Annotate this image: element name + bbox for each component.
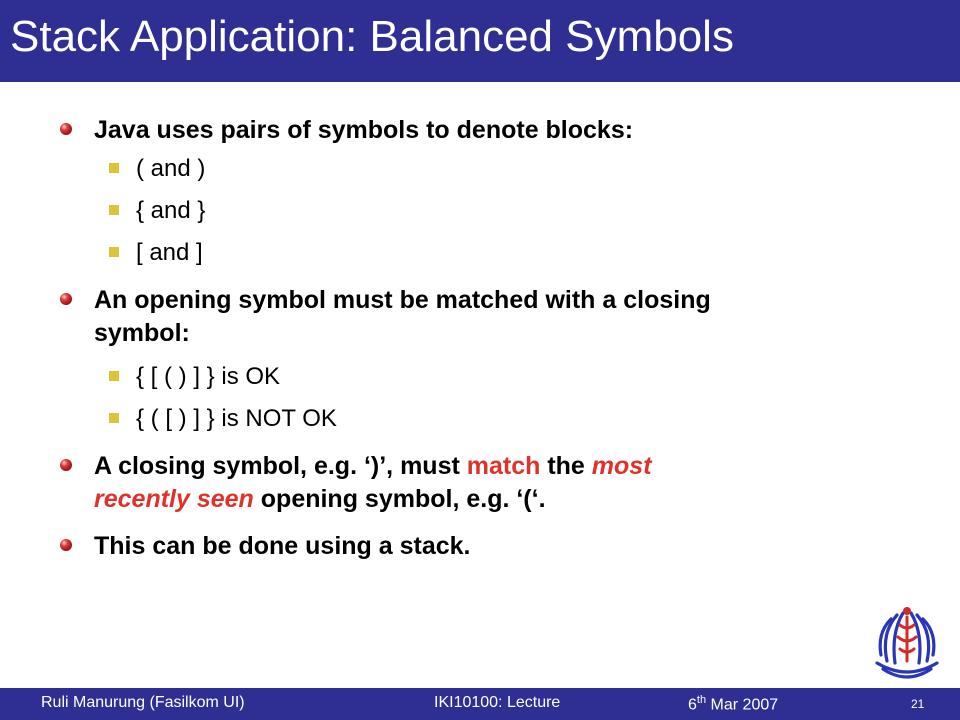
red-ball-icon: [60, 539, 72, 551]
bullet-2-text-line1: An opening symbol must be matched with a…: [94, 286, 711, 314]
bullet-1-sub-2-text: { and }: [136, 197, 206, 224]
bullet-1-sub-1: ( and ): [109, 154, 206, 184]
yellow-square-icon: [109, 247, 119, 257]
footer-date-suffix: th: [696, 694, 707, 706]
bullet-1-sub-1-text: ( and ): [136, 155, 206, 182]
page-number: 21: [911, 697, 925, 711]
bullet-2-text-line2: symbol:: [94, 319, 190, 347]
bullet-3-emph-match: match: [466, 452, 541, 480]
bullet-2-sub-2-text: { ( [ ) ] } is NOT OK: [136, 405, 337, 432]
slide-title: Stack Application: Balanced Symbols: [10, 12, 734, 61]
bullet-3-emph-most: most: [591, 452, 652, 480]
bullet-3-text-a: A closing symbol, e.g. ‘)’, must: [94, 452, 467, 480]
footer-course: IKI10100: Lecture: [434, 694, 561, 711]
footer-date-rest: Mar 2007: [706, 696, 779, 714]
yellow-square-icon: [109, 205, 119, 215]
footer-author: Ruli Manurung (Fasilkom UI): [41, 694, 245, 711]
bullet-3: A closing symbol, e.g. ‘)’, must match t…: [60, 450, 874, 516]
bullet-2-sub-2: { ( [ ) ] } is NOT OK: [109, 404, 337, 434]
bullet-1-sub-2: { and }: [109, 196, 206, 226]
bullet-1-sub-3: [ and ]: [109, 238, 203, 268]
title-bar: Stack Application: Balanced Symbols: [0, 0, 960, 82]
footer-bar: Ruli Manurung (Fasilkom UI) IKI10100: Le…: [0, 688, 960, 720]
red-ball-icon: [60, 459, 72, 471]
footer-date: 6th Mar 2007: [688, 694, 778, 714]
bullet-1: Java uses pairs of symbols to denote blo…: [60, 114, 874, 147]
bullet-2: An opening symbol must be matched with a…: [60, 284, 874, 350]
yellow-square-icon: [109, 163, 119, 173]
red-ball-icon: [60, 293, 72, 305]
bullet-4: This can be done using a stack.: [60, 530, 874, 563]
bullet-2-sub-1: { [ ( ) ] } is OK: [109, 362, 281, 392]
yellow-square-icon: [109, 371, 119, 381]
bullet-3-text-b: the: [540, 452, 592, 480]
bullet-2-sub-1-text: { [ ( ) ] } is OK: [136, 363, 281, 390]
yellow-square-icon: [109, 413, 119, 423]
bullet-1-text: Java uses pairs of symbols to denote blo…: [94, 116, 634, 144]
bullet-1-sub-3-text: [ and ]: [136, 239, 203, 266]
red-ball-icon: [60, 123, 72, 135]
bullet-3-text-c: opening symbol, e.g. ‘(‘.: [253, 485, 546, 513]
footer-date-day: 6: [688, 696, 697, 714]
bullet-4-text: This can be done using a stack.: [94, 532, 471, 560]
bullet-3-emph-recently-seen: recently seen: [94, 485, 254, 513]
university-logo-icon: [875, 607, 939, 679]
